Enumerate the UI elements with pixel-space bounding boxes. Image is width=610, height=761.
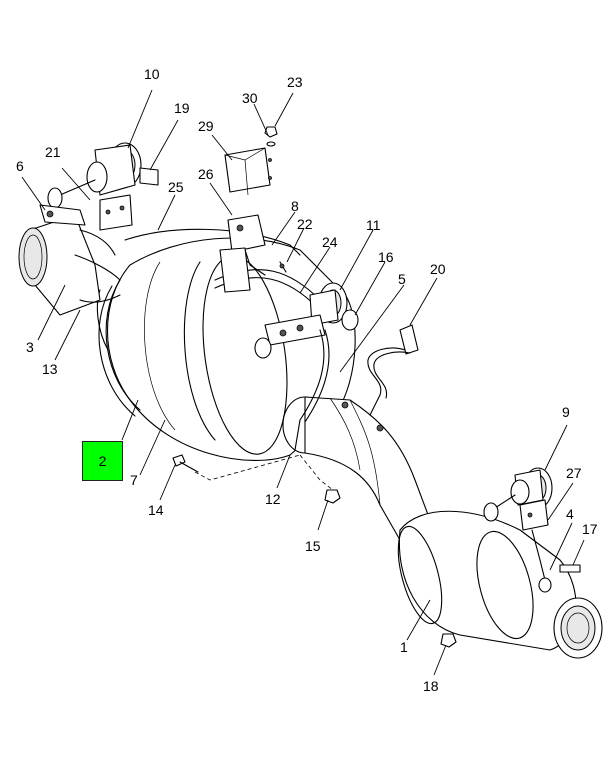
nut-15 xyxy=(324,489,341,504)
callout-5[interactable]: 5 xyxy=(398,271,406,287)
callout-10[interactable]: 10 xyxy=(144,66,160,82)
callout-16[interactable]: 16 xyxy=(378,249,394,265)
washer-30 xyxy=(266,141,276,147)
callout-19[interactable]: 19 xyxy=(174,100,190,116)
callout-22[interactable]: 22 xyxy=(297,216,313,232)
pressure-sensor-26 xyxy=(227,214,266,276)
bolt-22 xyxy=(279,261,287,273)
bracket-6 xyxy=(39,204,116,256)
callout-25[interactable]: 25 xyxy=(168,179,184,195)
callout-14[interactable]: 14 xyxy=(148,502,164,518)
sensor-9 xyxy=(483,467,553,531)
mount-bracket-29 xyxy=(224,147,272,196)
callout-23[interactable]: 23 xyxy=(287,74,303,90)
callout-18[interactable]: 18 xyxy=(423,678,439,694)
outlet-catalyst xyxy=(397,510,603,659)
leader-lines xyxy=(21,89,585,676)
callout-27[interactable]: 27 xyxy=(566,465,582,481)
callout-4[interactable]: 4 xyxy=(566,506,574,522)
callout-13[interactable]: 13 xyxy=(42,361,58,377)
callout-8[interactable]: 8 xyxy=(291,198,299,214)
callout-9[interactable]: 9 xyxy=(562,404,570,420)
callout-30[interactable]: 30 xyxy=(242,90,258,106)
heat-shield xyxy=(124,228,301,256)
sensor-10 xyxy=(47,142,159,231)
callout-20[interactable]: 20 xyxy=(430,261,446,277)
callout-21[interactable]: 21 xyxy=(45,144,61,160)
bracket-4 xyxy=(531,529,581,593)
assembly-line xyxy=(194,454,334,491)
callout-26[interactable]: 26 xyxy=(198,166,214,182)
callout-24[interactable]: 24 xyxy=(322,234,338,250)
connecting-pipe xyxy=(282,396,431,541)
sensor-11 xyxy=(254,282,359,359)
bolt-14 xyxy=(172,454,199,473)
clamp-strap xyxy=(214,247,321,309)
callout-29[interactable]: 29 xyxy=(198,118,214,134)
callout-7[interactable]: 7 xyxy=(130,472,138,488)
nut-18 xyxy=(440,633,457,648)
inlet-pipe xyxy=(18,214,121,316)
callout-11[interactable]: 11 xyxy=(366,217,381,233)
callout-15[interactable]: 15 xyxy=(305,538,321,554)
temp-sensor-20 xyxy=(341,324,419,432)
highlighted-part-label: 2 xyxy=(98,453,107,469)
callout-3[interactable]: 3 xyxy=(26,339,34,355)
callout-6[interactable]: 6 xyxy=(16,158,24,174)
callout-12[interactable]: 12 xyxy=(265,491,281,507)
callout-17[interactable]: 17 xyxy=(582,521,598,537)
highlighted-part-2[interactable]: 2 xyxy=(82,441,123,481)
callout-1[interactable]: 1 xyxy=(400,639,408,655)
wire-harness xyxy=(294,329,325,451)
